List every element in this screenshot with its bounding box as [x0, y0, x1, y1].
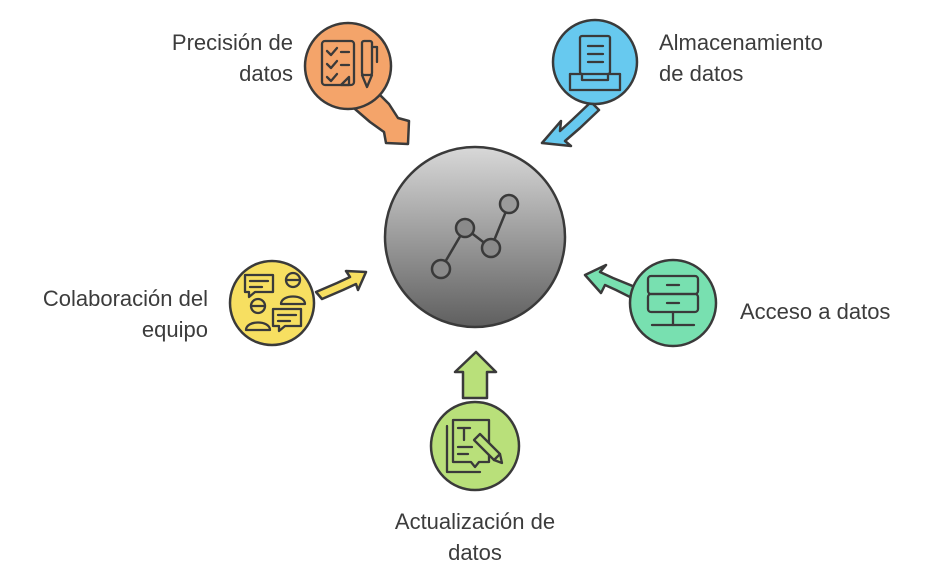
- access-node: [628, 258, 718, 348]
- collaboration-label-line2: equipo: [141, 317, 208, 342]
- access-label: Acceso a datos: [740, 296, 890, 327]
- checklist-pen-icon: [320, 39, 379, 89]
- storage-label-line1: Almacenamiento: [659, 30, 823, 55]
- update-label: Actualización de datos: [350, 506, 600, 568]
- collaboration-label-line1: Colaboración del: [42, 286, 208, 311]
- edit-document-icon: [445, 418, 504, 474]
- center-node: [383, 145, 567, 329]
- storage-label: Almacenamiento de datos: [659, 27, 823, 89]
- update-label-line2: datos: [448, 540, 502, 565]
- collaboration-node: [228, 259, 316, 347]
- line-chart-icon: [430, 193, 520, 280]
- update-node: [429, 400, 521, 492]
- precision-label-line2: datos: [239, 61, 293, 86]
- team-chat-icon: [243, 271, 307, 333]
- storage-node: [551, 18, 639, 106]
- precision-label: Precisión de datos: [172, 27, 293, 89]
- collaboration-arrow: [314, 269, 368, 301]
- storage-label-line2: de datos: [659, 61, 744, 86]
- server-network-icon: [646, 274, 700, 327]
- access-label-line1: Acceso a datos: [740, 299, 891, 324]
- precision-label-line1: Precisión de: [171, 30, 293, 55]
- update-arrow: [453, 350, 498, 400]
- access-arrow: [583, 263, 642, 302]
- precision-node: [303, 21, 393, 111]
- collaboration-label: Colaboración del equipo: [43, 283, 208, 345]
- update-label-line1: Actualización de: [394, 509, 556, 534]
- document-tray-icon: [568, 34, 622, 92]
- storage-arrow: [540, 100, 601, 148]
